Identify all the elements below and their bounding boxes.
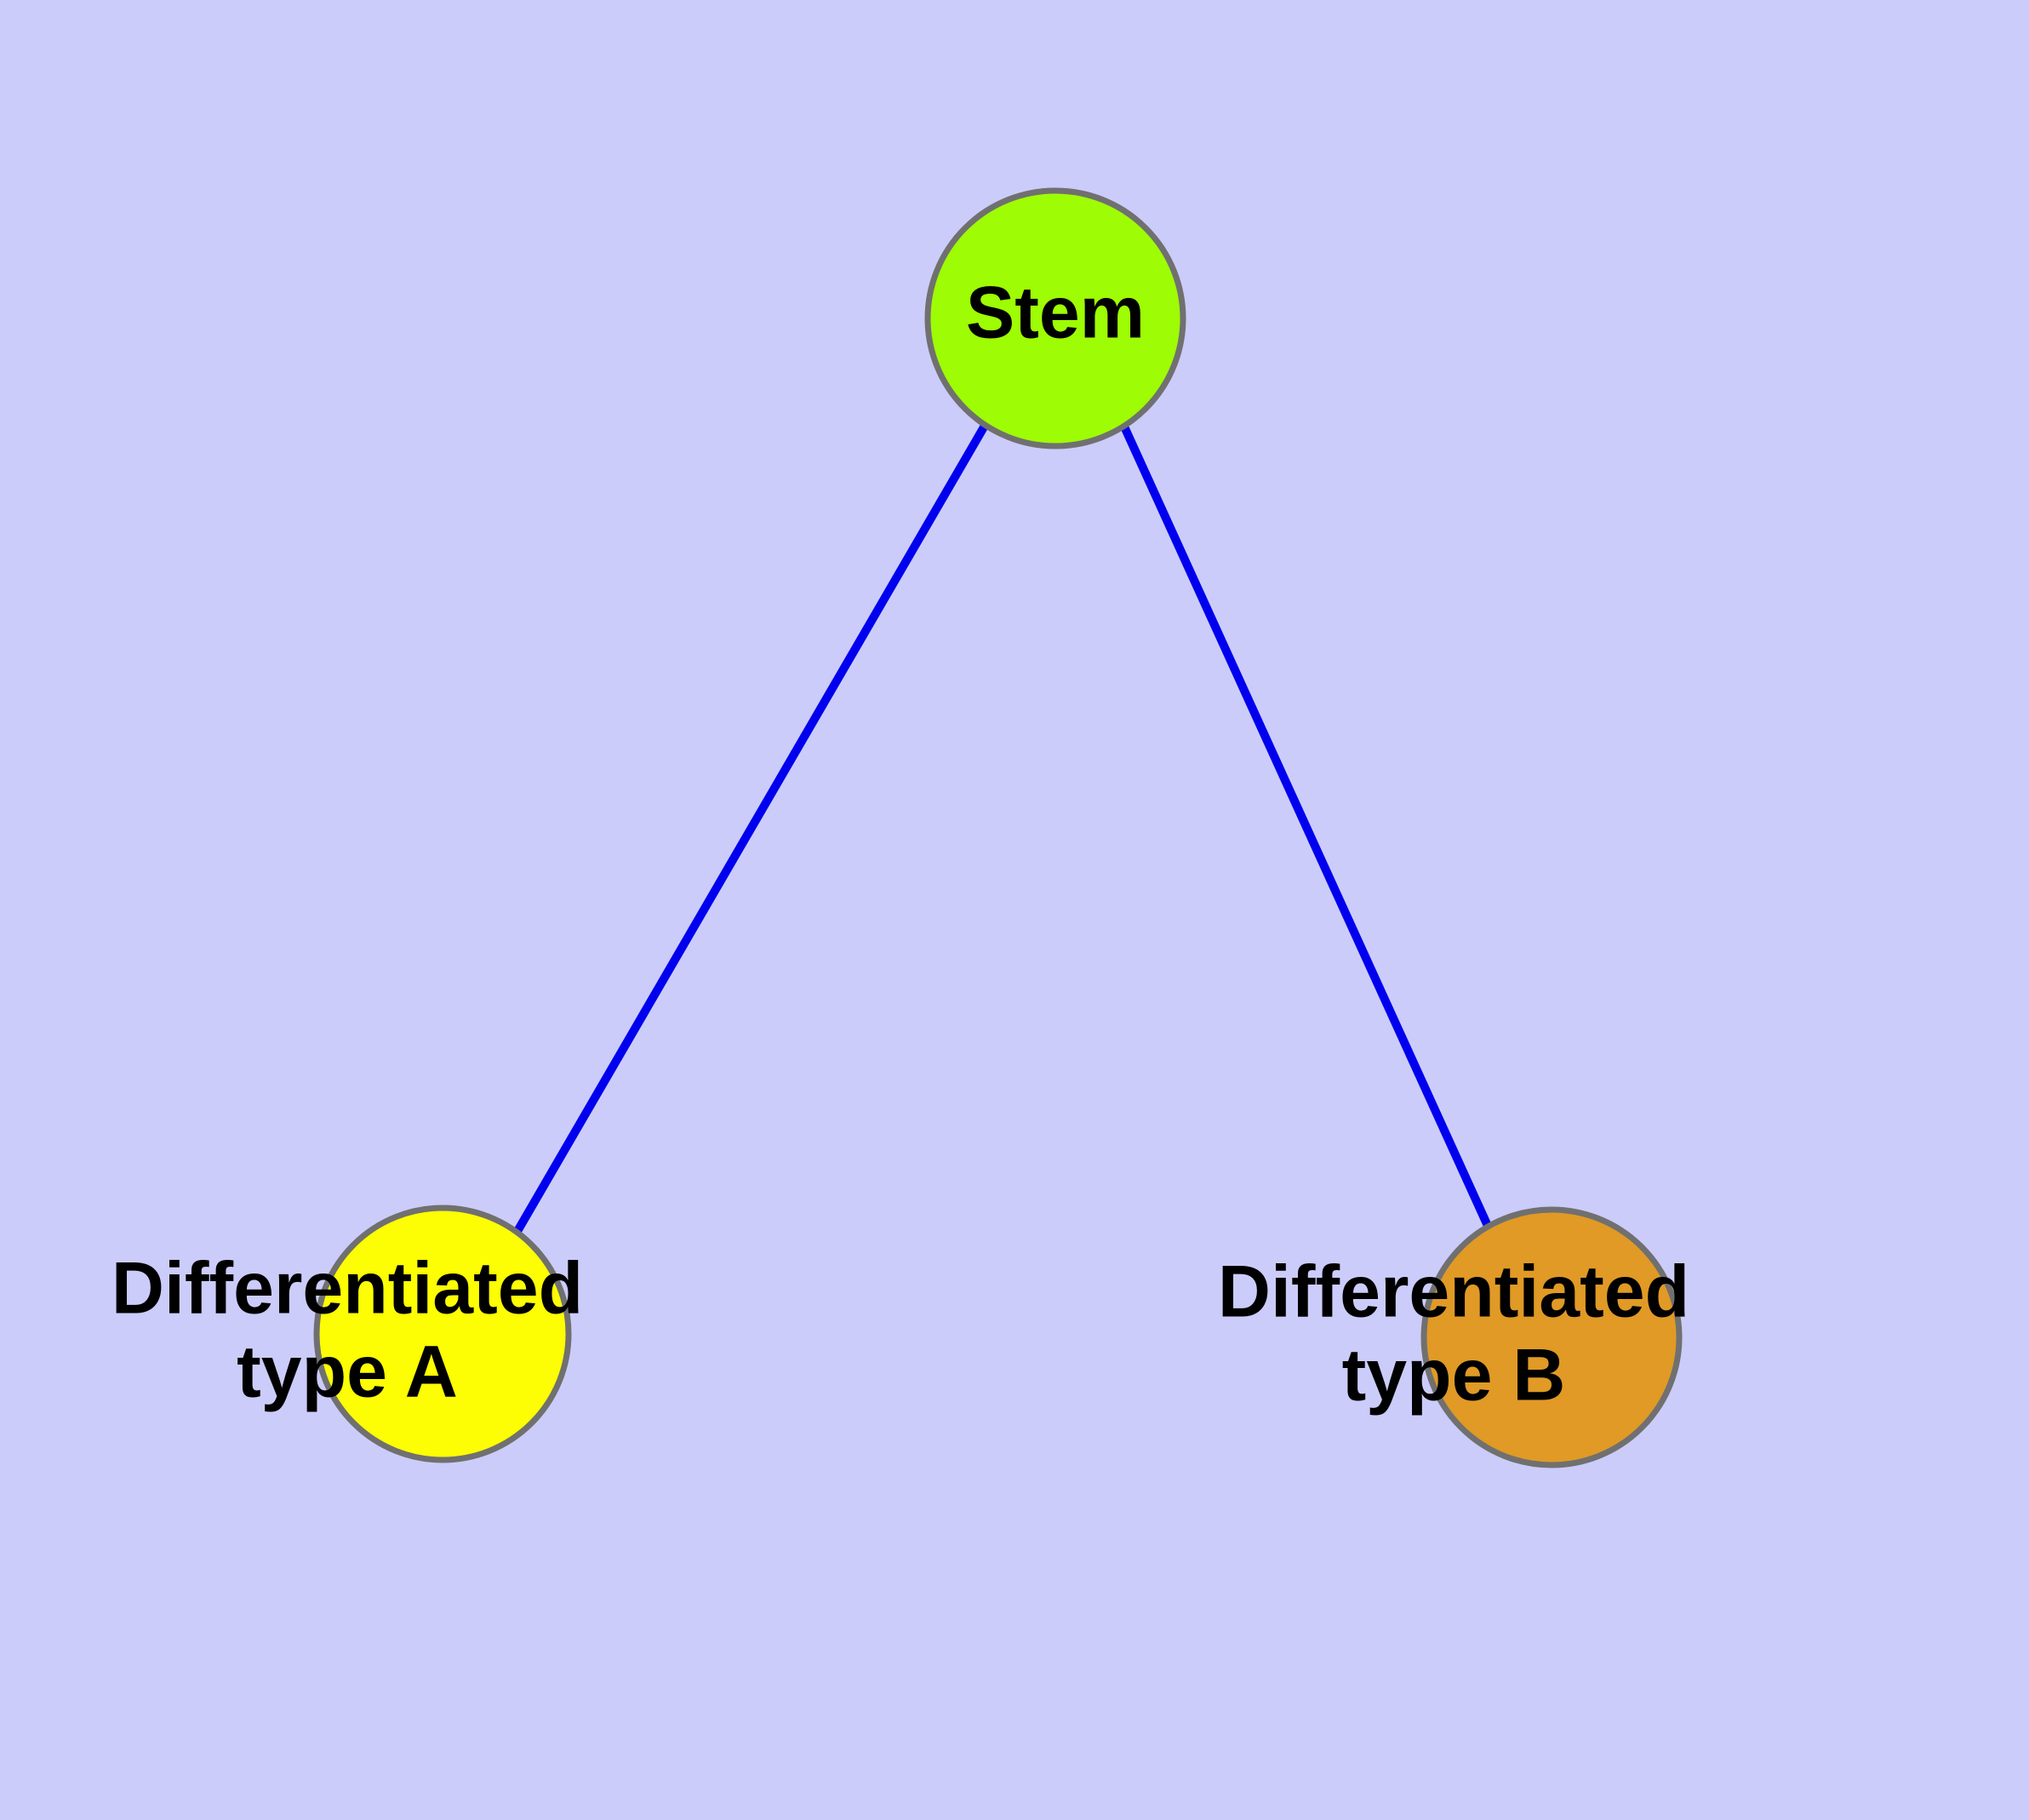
node-stem-label: Stem (966, 272, 1145, 354)
node-diff-a-circle[interactable] (313, 1205, 572, 1463)
edges-layer (512, 422, 1492, 1235)
node-diff-b[interactable]: Differentiated type B (1218, 1206, 1689, 1468)
edge-stem-to-diff-a (512, 423, 989, 1235)
node-stem[interactable]: Stem (924, 187, 1186, 449)
node-diff-a[interactable]: Differentiated type A (111, 1205, 583, 1463)
node-diff-a-label-line1: Differentiated (111, 1248, 583, 1330)
node-diff-b-label-line2: type B (1342, 1335, 1566, 1417)
node-diff-b-circle[interactable] (1420, 1206, 1683, 1468)
edge-stem-to-diff-b (1119, 422, 1492, 1228)
node-diff-b-label-line1: Differentiated (1218, 1251, 1689, 1333)
nodes-layer: Stem Differentiated type A Differentiate… (111, 187, 1689, 1468)
node-stem-circle[interactable] (924, 187, 1186, 449)
node-diff-a-label-line2: type A (237, 1331, 458, 1413)
